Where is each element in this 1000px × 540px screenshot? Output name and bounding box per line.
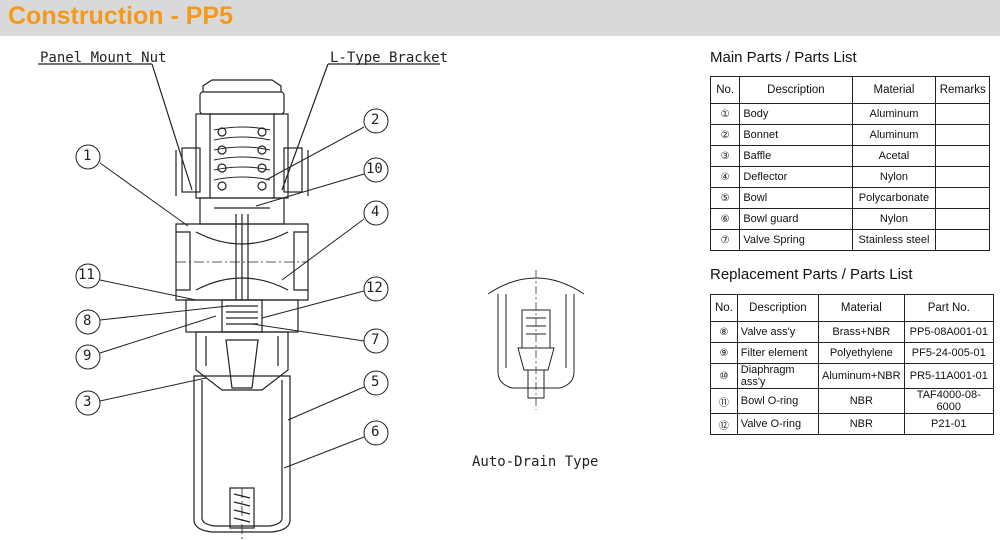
cell-material: Nylon xyxy=(851,208,937,230)
cell-material: Aluminum+NBR xyxy=(818,363,905,389)
callout-2: 2 xyxy=(371,112,380,128)
cell-remarks xyxy=(935,187,990,209)
cell-description: Baffle xyxy=(739,145,853,167)
col-no: No. xyxy=(709,76,741,104)
cell-remarks xyxy=(935,124,990,146)
main-parts-title: Main Parts / Parts List xyxy=(710,49,857,66)
callout-7: 7 xyxy=(371,332,380,348)
cell-description: Body xyxy=(739,103,853,125)
cell-description: Filter element xyxy=(736,342,820,364)
header-bar: Construction - PP5 xyxy=(0,0,1000,36)
cell-material: Polyethylene xyxy=(818,342,905,364)
cell-remarks xyxy=(935,145,990,167)
cell-material: Nylon xyxy=(851,166,937,188)
cell-part-no: P21-01 xyxy=(903,413,995,435)
callout-1: 1 xyxy=(83,148,92,164)
cell-description: Bowl O-ring xyxy=(736,388,820,414)
cell-material: Acetal xyxy=(851,145,937,167)
callout-5: 5 xyxy=(371,374,380,390)
table-header-row: No. Description Material Part No. xyxy=(710,294,995,322)
cell-no: ⑨ xyxy=(710,342,738,364)
callout-8: 8 xyxy=(83,313,92,329)
col-no: No. xyxy=(710,294,738,322)
cell-remarks xyxy=(935,166,990,188)
callout-4: 4 xyxy=(371,204,380,220)
cell-description: Bowl guard xyxy=(739,208,853,230)
label-l-type-bracket: L-Type Bracket xyxy=(330,50,449,66)
cell-description: Bowl xyxy=(739,187,853,209)
cell-no: ③ xyxy=(709,145,741,167)
cell-material: Aluminum xyxy=(851,103,937,125)
callout-6: 6 xyxy=(371,424,380,440)
page-title: Construction - PP5 xyxy=(8,2,234,30)
cell-material: NBR xyxy=(818,388,905,414)
construction-drawing xyxy=(38,63,585,540)
cell-description: Deflector xyxy=(739,166,853,188)
cell-no: ⑦ xyxy=(709,229,741,251)
label-auto-drain-type: Auto-Drain Type xyxy=(472,454,599,470)
cell-no: ② xyxy=(709,124,741,146)
cell-part-no: PP5-08A001-01 xyxy=(903,321,995,343)
cell-description: Diaphragm ass'y xyxy=(736,363,820,389)
table-header-row: No. Description Material Remarks xyxy=(709,76,990,104)
replacement-parts-title: Replacement Parts / Parts List xyxy=(710,266,913,283)
col-description: Description xyxy=(739,76,853,104)
col-material: Material xyxy=(818,294,905,322)
cell-no: ⑧ xyxy=(710,321,738,343)
callout-3: 3 xyxy=(83,394,92,410)
cell-no: ⑫ xyxy=(710,413,738,435)
col-description: Description xyxy=(736,294,820,322)
cell-description: Valve Spring xyxy=(739,229,853,251)
cell-part-no: PR5-11A001-01 xyxy=(903,363,995,389)
cell-material: NBR xyxy=(818,413,905,435)
cell-description: Valve O-ring xyxy=(736,413,820,435)
cell-material: Brass+NBR xyxy=(818,321,905,343)
cell-material: Stainless steel xyxy=(851,229,937,251)
callout-11: 11 xyxy=(78,267,95,283)
cell-material: Polycarbonate xyxy=(851,187,937,209)
cell-description: Valve ass'y xyxy=(736,321,820,343)
cell-no: ⑩ xyxy=(710,363,738,389)
col-material: Material xyxy=(851,76,937,104)
callout-12: 12 xyxy=(366,280,383,296)
callout-9: 9 xyxy=(83,348,92,364)
cell-description: Bonnet xyxy=(739,124,853,146)
cell-remarks xyxy=(935,208,990,230)
col-part-no: Part No. xyxy=(903,294,995,322)
cell-no: ④ xyxy=(709,166,741,188)
callout-10: 10 xyxy=(366,161,383,177)
label-panel-mount-nut: Panel Mount Nut xyxy=(40,50,167,66)
cell-material: Aluminum xyxy=(851,124,937,146)
cell-part-no: TAF4000-08-6000 xyxy=(903,388,995,414)
cell-remarks xyxy=(935,103,990,125)
cell-part-no: PF5-24-005-01 xyxy=(903,342,995,364)
cell-no: ⑤ xyxy=(709,187,741,209)
cell-no: ⑪ xyxy=(710,388,738,414)
col-remarks: Remarks xyxy=(935,76,990,104)
cell-remarks xyxy=(935,229,990,251)
cell-no: ① xyxy=(709,103,741,125)
cell-no: ⑥ xyxy=(709,208,741,230)
